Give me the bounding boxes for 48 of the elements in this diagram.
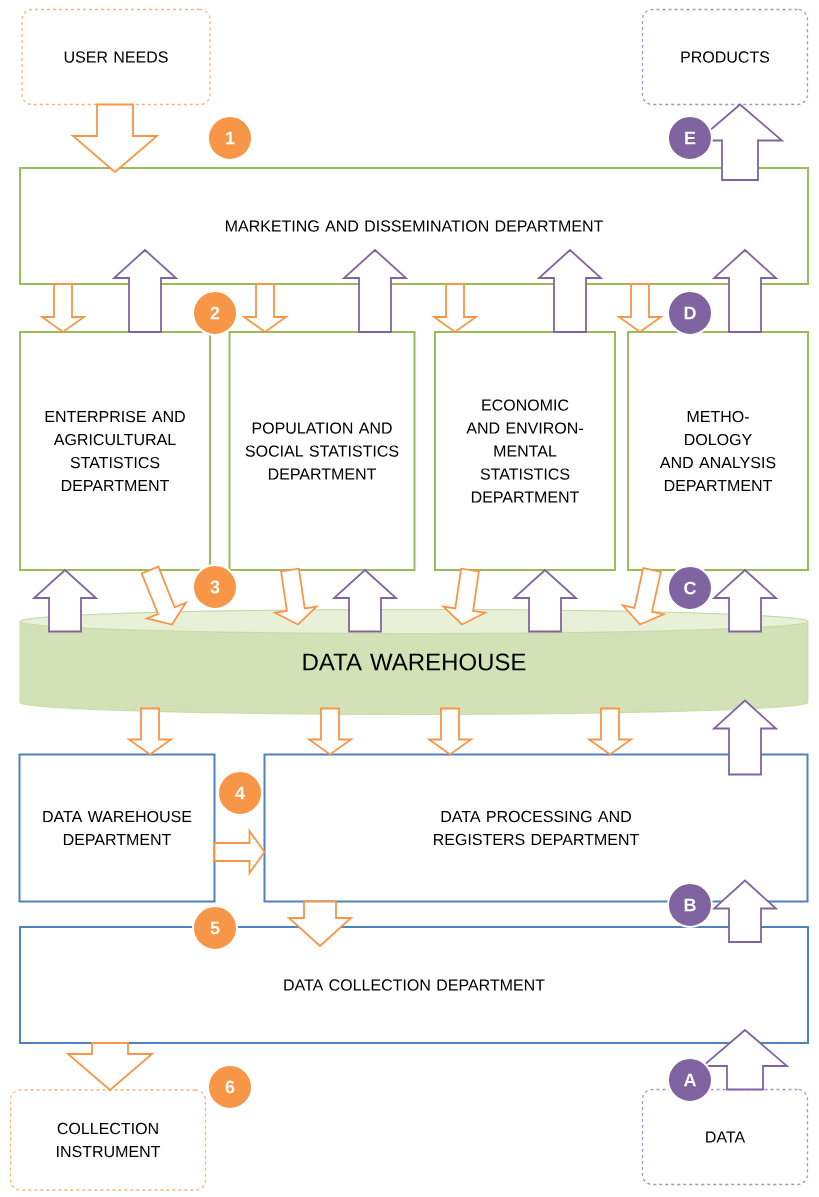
callout-number: 4 bbox=[217, 770, 263, 816]
block-arrow bbox=[31, 568, 99, 633]
block-arrow bbox=[586, 707, 634, 756]
block-arrow bbox=[286, 900, 354, 948]
department-box: MARKETING AND DISSEMINATION DEPARTMENT bbox=[19, 167, 809, 285]
block-arrow bbox=[431, 283, 479, 334]
block-arrow bbox=[272, 567, 320, 626]
block-arrow bbox=[440, 567, 488, 626]
block-arrow bbox=[620, 567, 667, 626]
block-arrow bbox=[711, 248, 779, 333]
dashed-box: PRODUCTS bbox=[641, 8, 809, 106]
block-arrow bbox=[331, 568, 399, 633]
block-arrow bbox=[341, 248, 409, 333]
callout-number: A bbox=[667, 1057, 713, 1103]
department-box: ECONOMIC AND ENVIRON-MENTAL STATISTICS DEPARTMENT bbox=[434, 331, 616, 571]
block-arrow bbox=[511, 568, 579, 633]
callout-number: 5 bbox=[192, 905, 238, 951]
cylinder: DATA WAREHOUSE bbox=[19, 609, 809, 715]
callout-number: 3 bbox=[192, 564, 238, 610]
block-arrow bbox=[111, 248, 179, 333]
block-arrow bbox=[65, 1042, 155, 1092]
block-arrow bbox=[140, 565, 189, 626]
block-arrow bbox=[711, 699, 779, 776]
block-arrow bbox=[213, 828, 266, 876]
department-box: ENTERPRISE AND AGRICULTURAL STATISTICS DEPARTMENT bbox=[19, 331, 211, 571]
callout-number: E bbox=[667, 115, 713, 161]
dashed-box: COLLECTION INSTRUMENT bbox=[9, 1089, 207, 1191]
block-arrow bbox=[70, 103, 160, 174]
dashed-box: DATA bbox=[641, 1088, 809, 1186]
dashed-box: USER NEEDS bbox=[21, 8, 211, 106]
block-arrow bbox=[126, 707, 174, 756]
block-arrow bbox=[306, 707, 354, 756]
block-arrow bbox=[536, 248, 604, 333]
callout-number: 6 bbox=[207, 1064, 253, 1110]
block-arrow bbox=[711, 568, 779, 633]
block-arrow bbox=[241, 283, 289, 334]
callout-number: D bbox=[667, 290, 713, 336]
callout-number: B bbox=[667, 882, 713, 928]
block-arrow bbox=[616, 283, 664, 334]
block-arrow bbox=[426, 707, 474, 756]
block-arrow bbox=[711, 879, 779, 943]
callout-number: 1 bbox=[207, 115, 253, 161]
department-box: DATA WAREHOUSE DEPARTMENT bbox=[18, 753, 216, 903]
block-arrow bbox=[39, 283, 87, 334]
callout-number: 2 bbox=[192, 290, 238, 336]
department-box: METHO-DOLOGY AND ANALYSIS DEPARTMENT bbox=[627, 331, 809, 571]
callout-number: C bbox=[667, 565, 713, 611]
department-box: POPULATION AND SOCIAL STATISTICS DEPARTMENT bbox=[228, 331, 416, 571]
